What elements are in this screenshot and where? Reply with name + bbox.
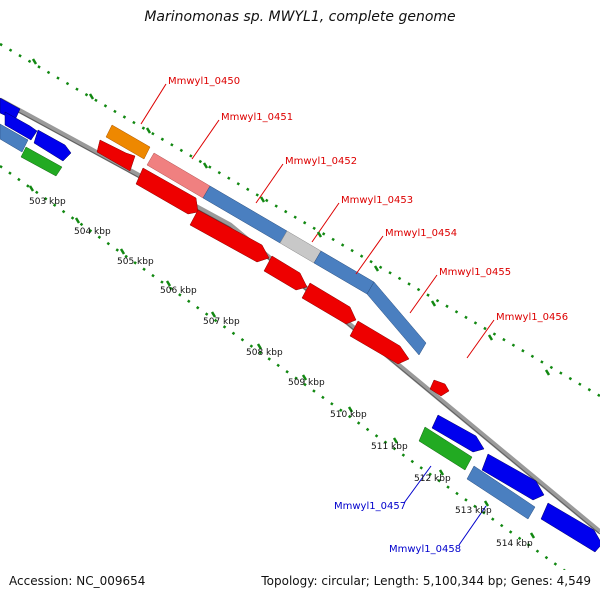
gene-0453-arrow[interactable] bbox=[263, 255, 308, 291]
tick-label: 503 kbp bbox=[29, 197, 66, 207]
tick-label: 511 kbp bbox=[371, 442, 408, 452]
tick-label: 504 kbp bbox=[74, 227, 111, 237]
gene-0453-feature[interactable] bbox=[279, 230, 322, 264]
gene-0450-arrow[interactable] bbox=[96, 139, 136, 172]
tick-label: 513 kbp bbox=[455, 506, 492, 516]
gene-0451-arrow[interactable] bbox=[135, 167, 199, 215]
tick-label: 512 kbp bbox=[414, 474, 451, 484]
gene-label-0451[interactable]: Mmwyl1_0451 bbox=[221, 112, 293, 123]
gene-label-0454[interactable]: Mmwyl1_0454 bbox=[385, 228, 457, 239]
gene-0454-feature[interactable] bbox=[313, 250, 375, 295]
gene-labels: Mmwyl1_0450 Mmwyl1_0451 Mmwyl1_0452 Mmwy… bbox=[168, 76, 568, 555]
gene-0455-feature[interactable] bbox=[366, 281, 427, 356]
gene-0457-feature[interactable] bbox=[418, 426, 473, 471]
gene-0456-arrow[interactable] bbox=[429, 379, 450, 397]
tick-label: 508 kbp bbox=[246, 348, 283, 358]
tick-label: 509 kbp bbox=[288, 378, 325, 388]
tick-label: 510 kbp bbox=[330, 410, 367, 420]
inner-dotted-guide bbox=[0, 164, 566, 570]
tick-label: 505 kbp bbox=[117, 257, 154, 267]
gene-label-0450[interactable]: Mmwyl1_0450 bbox=[168, 76, 240, 87]
gene-0455-arrow[interactable] bbox=[349, 320, 410, 365]
tick-marks bbox=[28, 58, 551, 539]
gene-arrow-forward[interactable] bbox=[540, 502, 600, 553]
tick-label: 506 kbp bbox=[160, 286, 197, 296]
gene-label-0453[interactable]: Mmwyl1_0453 bbox=[341, 195, 413, 206]
feature-track bbox=[0, 97, 600, 553]
tick-label: 514 kbp bbox=[496, 539, 533, 549]
gene-arrow-forward[interactable] bbox=[431, 414, 485, 453]
outer-dotted-guide bbox=[0, 42, 600, 398]
cds-segment[interactable] bbox=[0, 123, 29, 153]
gene-label-0456[interactable]: Mmwyl1_0456 bbox=[496, 312, 568, 323]
genome-title: Marinomonas sp. MWYL1, complete genome bbox=[144, 9, 456, 25]
gene-label-0457[interactable]: Mmwyl1_0457 bbox=[334, 501, 406, 512]
gene-0454-arrow[interactable] bbox=[301, 282, 357, 325]
tick-label: 507 kbp bbox=[203, 317, 240, 327]
rna-gene[interactable] bbox=[20, 146, 63, 177]
tick-labels: 503 kbp 504 kbp 505 kbp 506 kbp 507 kbp … bbox=[29, 197, 533, 549]
gene-label-0458[interactable]: Mmwyl1_0458 bbox=[389, 544, 461, 555]
gene-label-0455[interactable]: Mmwyl1_0455 bbox=[439, 267, 511, 278]
gene-arrow-forward[interactable] bbox=[481, 453, 545, 501]
gene-label-0452[interactable]: Mmwyl1_0452 bbox=[285, 156, 357, 167]
gene-0458-feature[interactable] bbox=[466, 465, 536, 520]
label-connectors bbox=[140, 83, 495, 546]
gene-0450-feature[interactable] bbox=[105, 124, 151, 160]
genome-stats-label: Topology: circular; Length: 5,100,344 bp… bbox=[261, 574, 591, 588]
gene-0452-arrow[interactable] bbox=[189, 209, 270, 263]
accession-label: Accession: NC_009654 bbox=[9, 574, 146, 588]
gene-arrow-forward[interactable] bbox=[33, 129, 72, 162]
gene-arrow-forward[interactable] bbox=[4, 111, 38, 141]
